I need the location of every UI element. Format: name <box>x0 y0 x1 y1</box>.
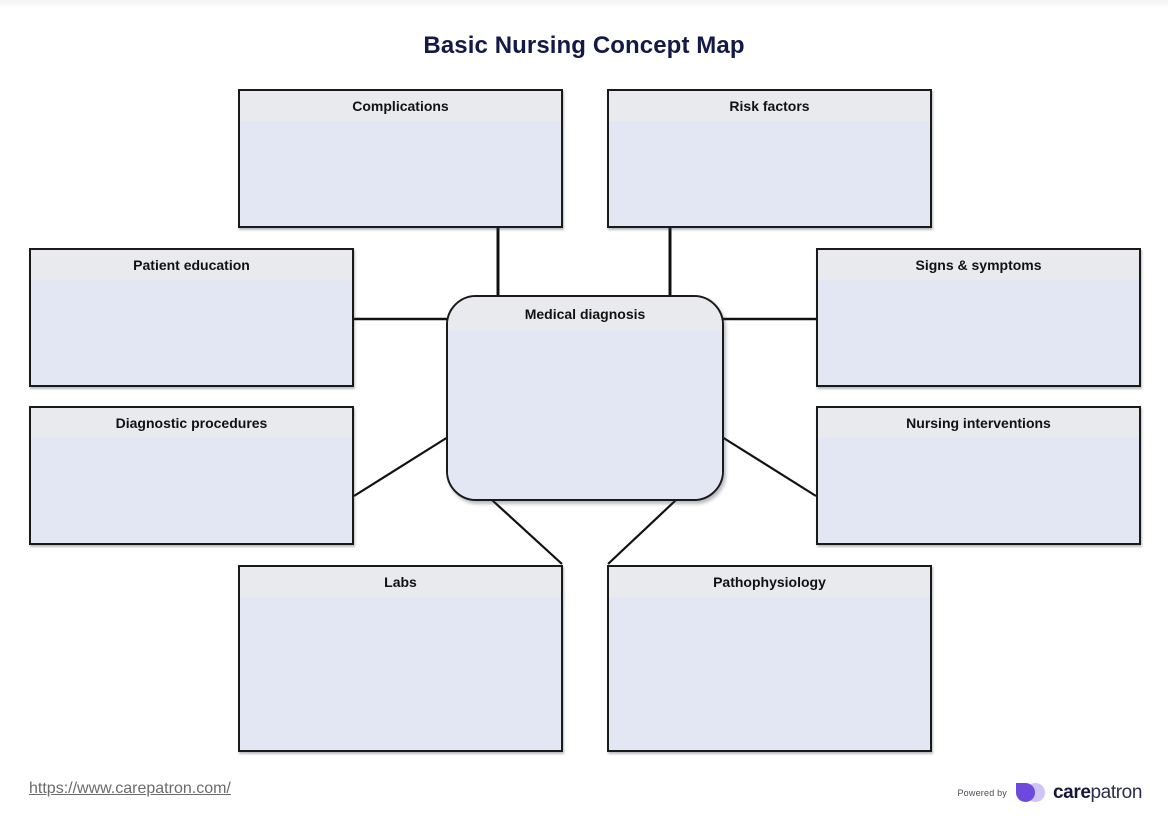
node-nursing-interventions-body[interactable] <box>818 438 1139 543</box>
node-labs-body[interactable] <box>240 597 561 750</box>
carepatron-url-link[interactable]: https://www.carepatron.com/ <box>29 780 231 797</box>
carepatron-logo-icon <box>1015 782 1046 804</box>
node-diagnostic-procedures-label: Diagnostic procedures <box>31 408 352 438</box>
node-signs-symptoms-label: Signs & symptoms <box>818 250 1139 280</box>
page-title: Basic Nursing Concept Map <box>423 32 745 59</box>
node-diagnostic-procedures[interactable]: Diagnostic procedures <box>29 406 354 545</box>
node-medical-diagnosis-body[interactable] <box>448 331 722 499</box>
connector-pathophysiology-center <box>607 499 677 565</box>
node-complications-body[interactable] <box>240 121 561 226</box>
node-medical-diagnosis[interactable]: Medical diagnosis <box>446 295 724 501</box>
powered-by-label: Powered by <box>957 788 1008 798</box>
node-patient-education-label: Patient education <box>31 250 352 280</box>
node-risk-factors-body[interactable] <box>609 121 930 226</box>
node-pathophysiology[interactable]: Pathophysiology <box>607 565 932 752</box>
node-pathophysiology-label: Pathophysiology <box>609 567 930 597</box>
connector-nursing-interventions-center <box>721 436 817 497</box>
node-signs-symptoms-body[interactable] <box>818 280 1139 385</box>
node-signs-symptoms[interactable]: Signs & symptoms <box>816 248 1141 387</box>
node-labs-label: Labs <box>240 567 561 597</box>
wordmark-patron: patron <box>1090 782 1143 803</box>
carepatron-branding: Powered by carepatron <box>957 782 1142 804</box>
page-top-strip <box>0 0 1168 7</box>
node-diagnostic-procedures-body[interactable] <box>31 438 352 543</box>
node-complications-label: Complications <box>240 91 561 121</box>
connector-labs-center <box>491 499 563 565</box>
node-complications[interactable]: Complications <box>238 89 563 228</box>
node-medical-diagnosis-label: Medical diagnosis <box>448 297 722 331</box>
node-labs[interactable]: Labs <box>238 565 563 752</box>
carepatron-wordmark: carepatron <box>1053 782 1142 804</box>
node-nursing-interventions[interactable]: Nursing interventions <box>816 406 1141 545</box>
node-patient-education[interactable]: Patient education <box>29 248 354 387</box>
wordmark-care: care <box>1053 782 1091 803</box>
node-pathophysiology-body[interactable] <box>609 597 930 750</box>
node-nursing-interventions-label: Nursing interventions <box>818 408 1139 438</box>
connector-diagnostic-procedures-center <box>353 436 449 497</box>
node-risk-factors[interactable]: Risk factors <box>607 89 932 228</box>
node-risk-factors-label: Risk factors <box>609 91 930 121</box>
node-patient-education-body[interactable] <box>31 280 352 385</box>
